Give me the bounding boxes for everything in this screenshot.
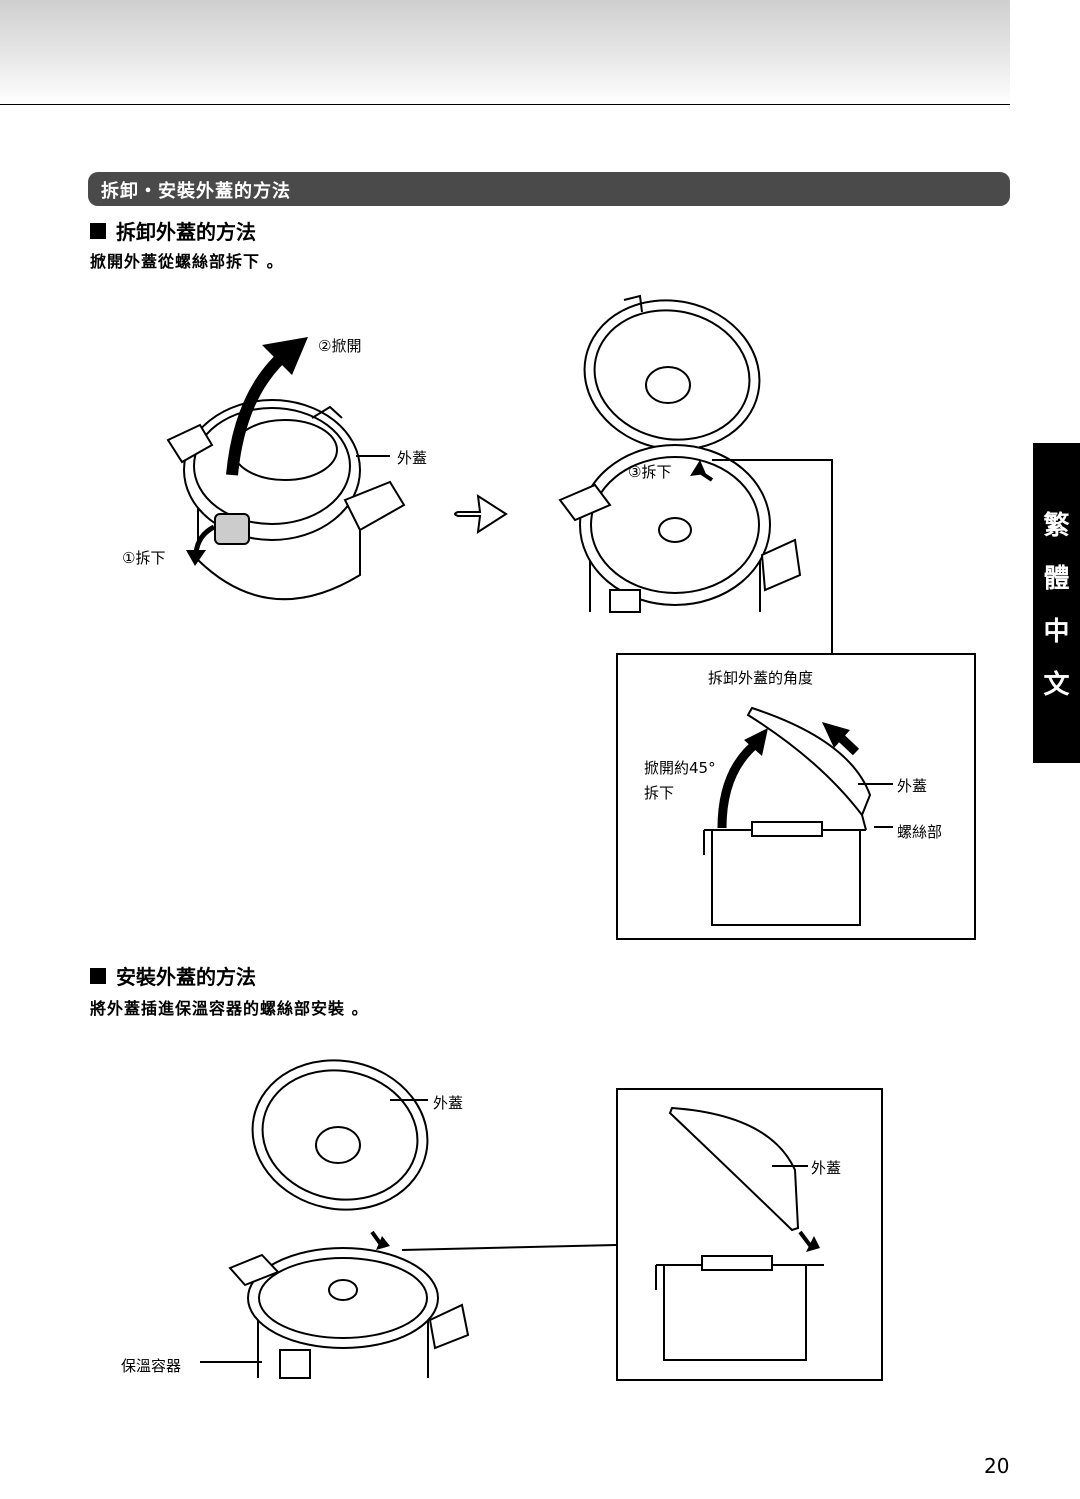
angle-arrow-icon — [717, 738, 761, 829]
detail-box-title: 拆卸外蓋的角度 — [708, 669, 814, 687]
detail-note-line2: 拆下 — [644, 784, 675, 802]
language-side-tab: 繁 體 中 文 — [1033, 443, 1080, 763]
side-section-illustration — [703, 706, 872, 926]
detail-box-install — [616, 1088, 883, 1381]
side-tab-char: 文 — [1043, 670, 1070, 700]
install-side-section-illustration — [655, 1106, 824, 1361]
label-outer-lid: 外蓋 — [397, 449, 428, 467]
open-lid-illustration — [558, 294, 802, 613]
detail-note-line1: 掀開約45° — [644, 759, 716, 777]
install-detail-label-outer-lid: 外蓋 — [811, 1159, 842, 1177]
removal-heading-text: 拆卸外蓋的方法 — [116, 220, 256, 244]
section-title: 拆卸・安裝外蓋的方法 — [101, 181, 291, 202]
install-heading-text: 安裝外蓋的方法 — [116, 965, 256, 989]
bullet-square-icon — [90, 222, 106, 239]
arrow-head-icon — [262, 337, 308, 375]
side-tab-char: 體 — [1043, 564, 1070, 594]
detail-label-screw-part: 螺絲部 — [897, 823, 943, 841]
bullet-square-icon — [90, 967, 106, 984]
side-tab-char: 中 — [1043, 617, 1070, 647]
install-label-container: 保溫容器 — [121, 1357, 182, 1375]
install-instruction: 將外蓋插進保溫容器的螺絲部安裝 。 — [90, 999, 369, 1018]
detail-box-removal — [616, 653, 976, 940]
page-number: 20 — [984, 1454, 1010, 1478]
removal-instruction: 掀開外蓋從螺絲部拆下 。 — [90, 252, 284, 271]
label-step3: ③拆下 — [628, 463, 672, 481]
install-label-outer-lid: 外蓋 — [433, 1094, 464, 1112]
install-lid-illustration — [228, 1059, 470, 1379]
label-step1: ①拆下 — [122, 549, 166, 567]
side-tab-char: 繁 — [1043, 511, 1070, 541]
pot-with-lid-illustration — [166, 399, 406, 601]
label-step2: ②掀開 — [318, 337, 362, 355]
removal-heading: 拆卸外蓋的方法 — [90, 216, 256, 245]
header-rule — [0, 104, 1010, 105]
header-band — [0, 0, 1010, 105]
detail-label-outer-lid: 外蓋 — [897, 777, 928, 795]
install-heading: 安裝外蓋的方法 — [90, 961, 256, 990]
outline-arrow-icon — [454, 494, 508, 534]
section-title-bar: 拆卸・安裝外蓋的方法 — [88, 172, 1010, 206]
